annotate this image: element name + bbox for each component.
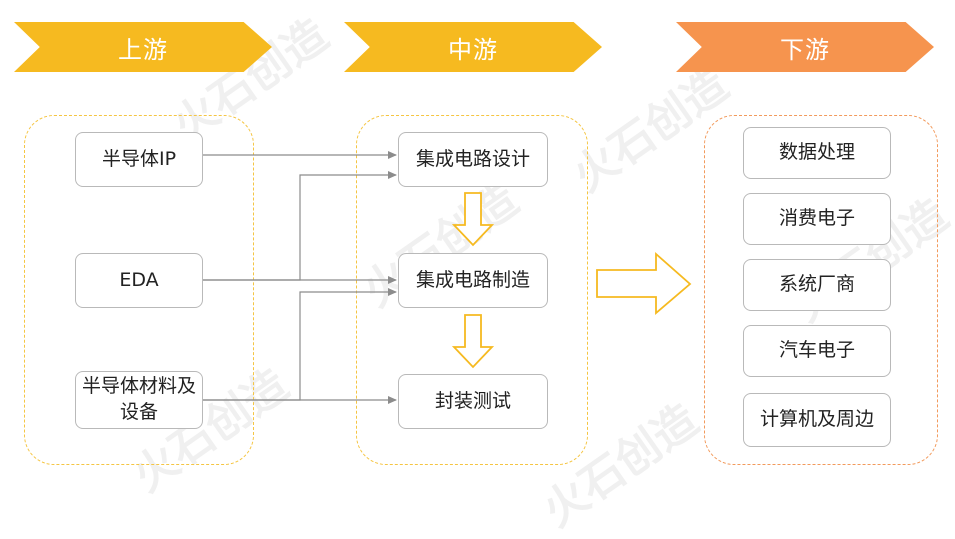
node-automotive-electronics: 汽车电子 [743,325,891,377]
node-computers-peripherals: 计算机及周边 [743,393,891,447]
arrow-midstream-to-downstream [596,252,692,315]
node-eda: EDA [75,253,203,308]
node-semiconductor-materials: 半导体材料及设备 [75,371,203,429]
connector-materials-manufacturing [203,288,397,401]
stage-upstream: 上游 [14,22,272,72]
stage-midstream-label: 中游 [448,35,498,64]
arrow-design-to-manufacturing [451,192,495,247]
arrow-manufacturing-to-packaging [451,314,495,369]
stage-downstream-label: 下游 [780,35,830,64]
node-packaging-testing: 封装测试 [398,374,548,429]
node-system-vendors: 系统厂商 [743,259,891,311]
midstream-group [356,115,588,465]
upstream-group [24,115,254,465]
connector-eda-design [203,171,397,281]
stage-midstream: 中游 [344,22,602,72]
downstream-group [704,115,938,465]
stage-downstream: 下游 [676,22,934,72]
node-ic-manufacturing: 集成电路制造 [398,253,548,308]
node-consumer-electronics: 消费电子 [743,193,891,245]
connector-layer [203,151,692,404]
node-ic-design: 集成电路设计 [398,132,548,187]
node-semiconductor-ip: 半导体IP [75,132,203,187]
stage-upstream-label: 上游 [118,35,168,64]
node-data-processing: 数据处理 [743,127,891,179]
